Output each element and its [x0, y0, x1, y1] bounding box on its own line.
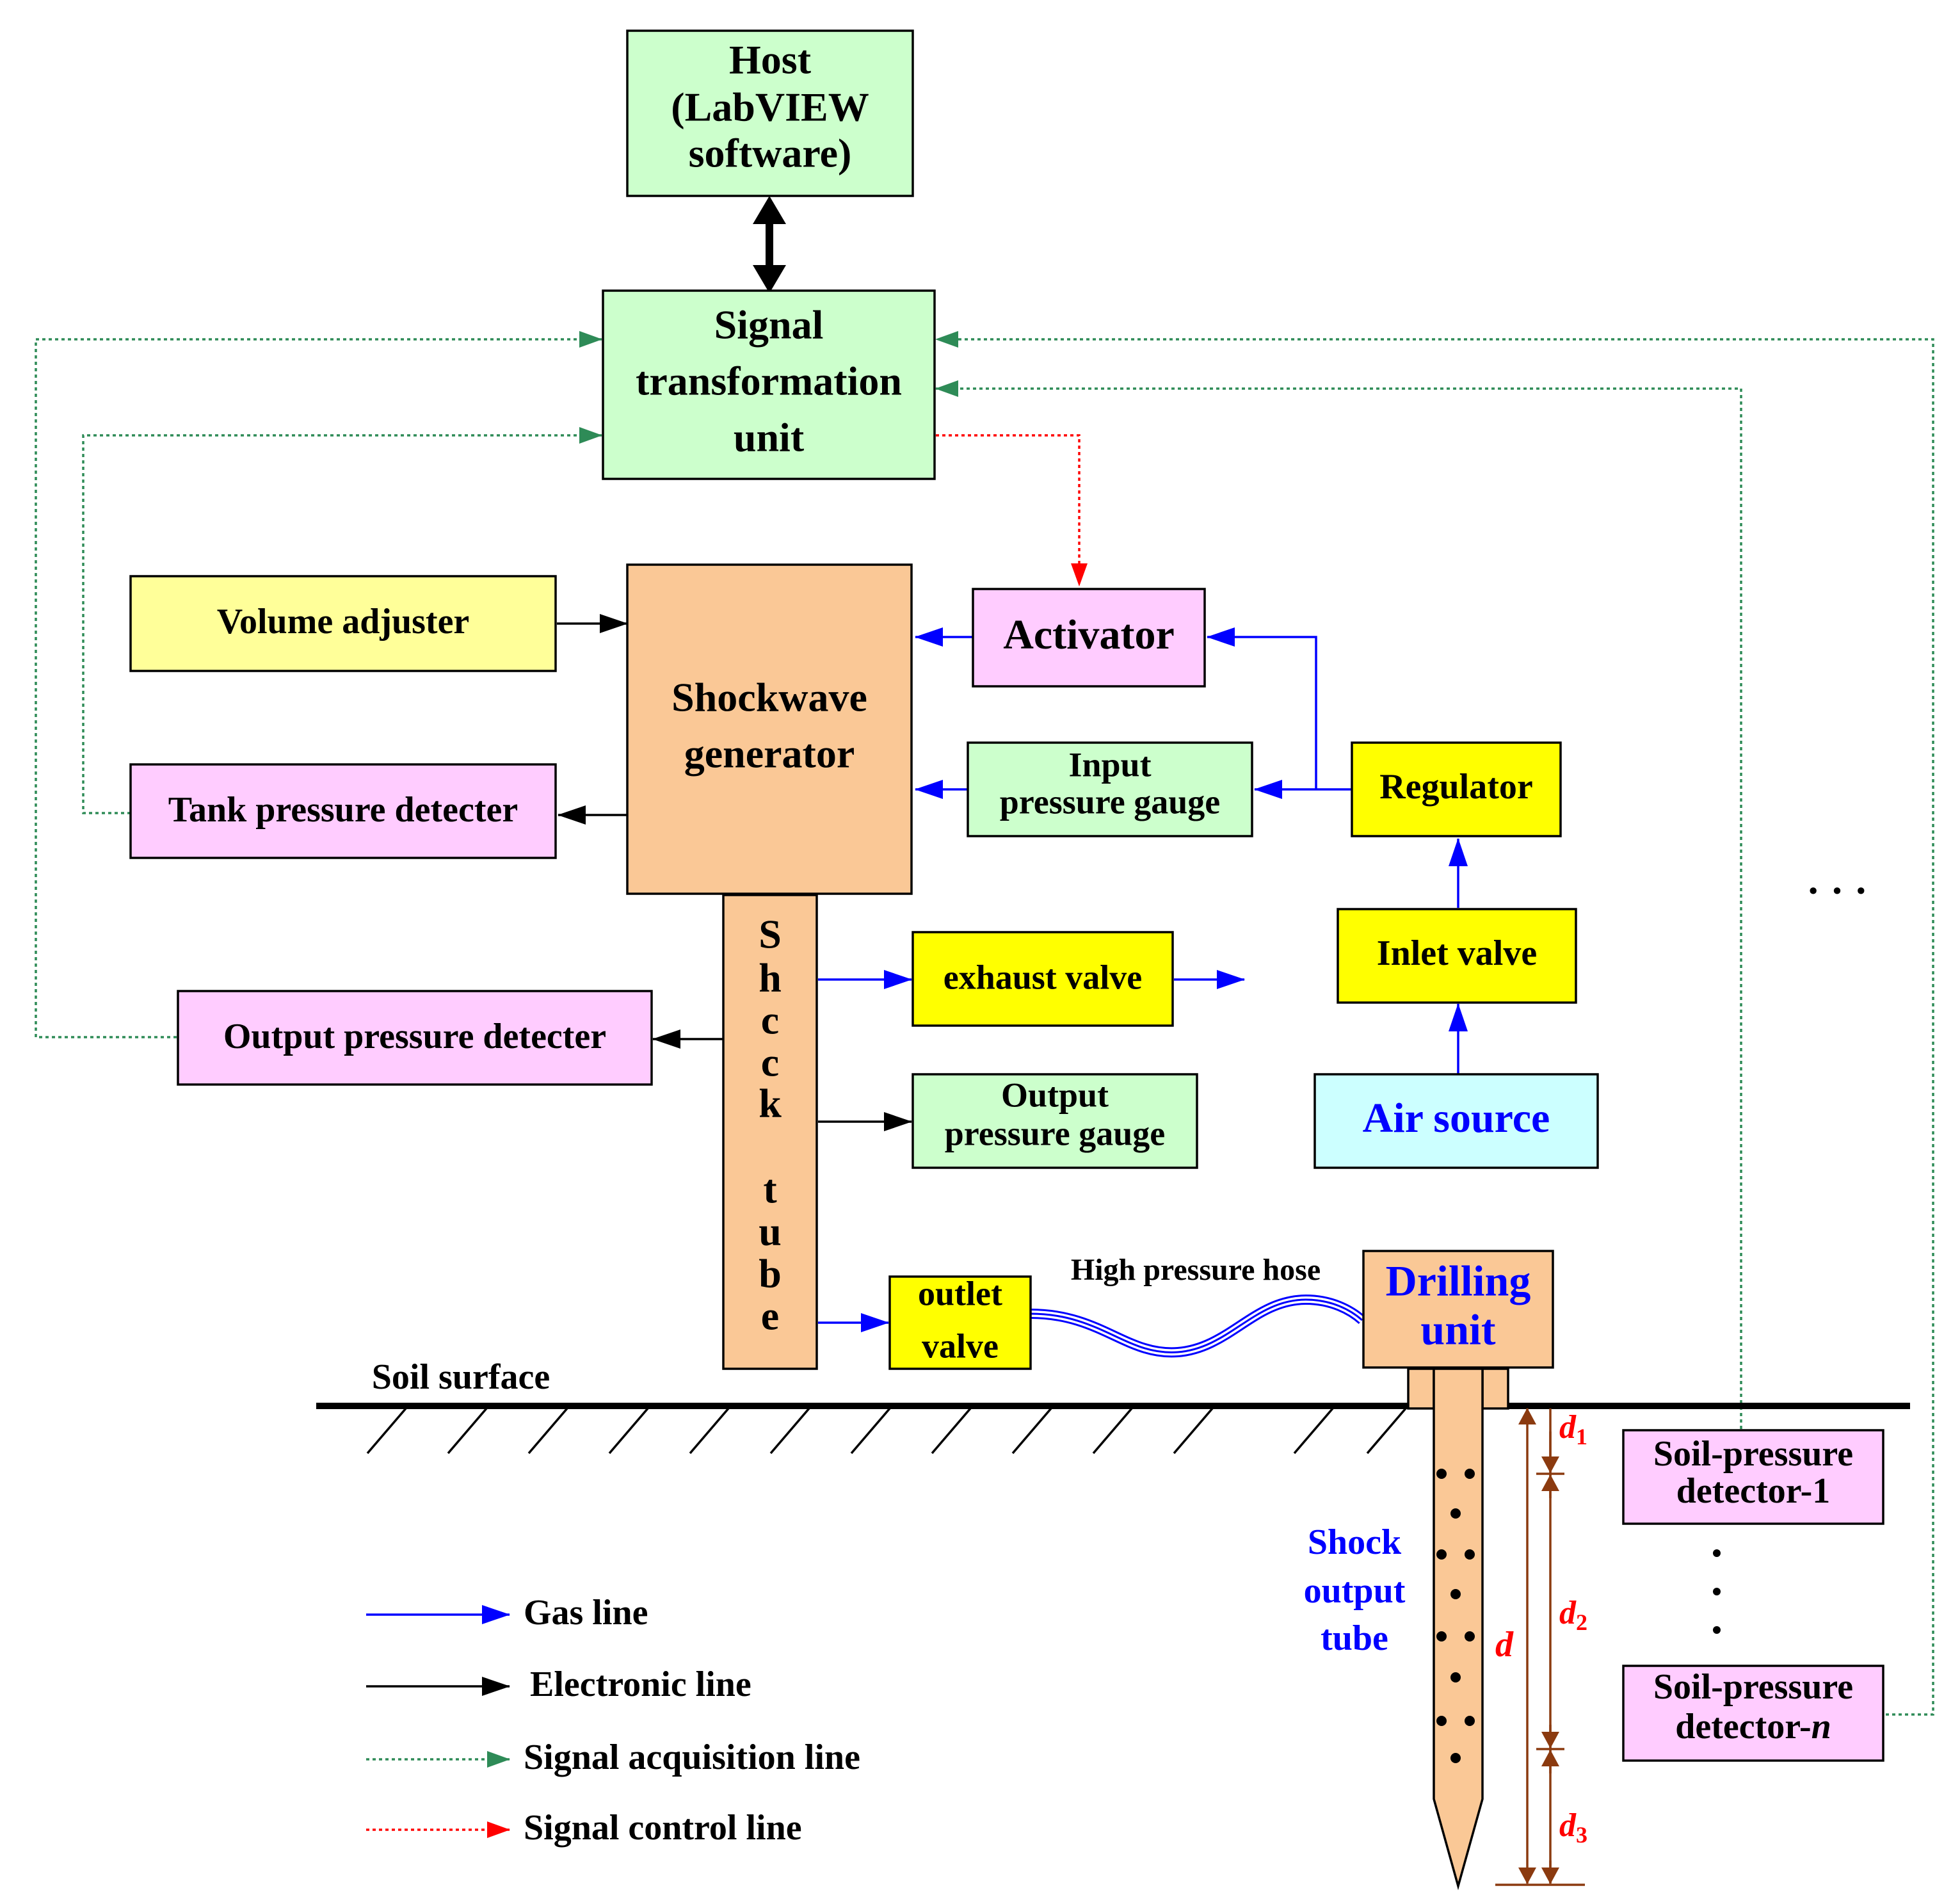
activator-box: Activator — [972, 588, 1206, 688]
input-pressure-gauge-box: Input pressure gauge — [967, 741, 1253, 837]
legend-item-gas: Gas line — [366, 1593, 648, 1633]
legend-item-acquisition: Signal acquisition line — [366, 1738, 860, 1777]
depth-dimensions — [1495, 1408, 1585, 1886]
shock-tube-char-7: t — [763, 1166, 777, 1212]
legend-gas-label: Gas line — [524, 1593, 648, 1633]
soil-detector-n-label-line1: Soil-pressure — [1653, 1667, 1853, 1707]
input-gauge-label-line2: pressure gauge — [1000, 782, 1221, 821]
activator-label: Activator — [1003, 611, 1175, 658]
shock-output-tube-label-line1: Shock — [1308, 1522, 1402, 1562]
output-pressure-detecter-box: Output pressure detecter — [177, 990, 653, 1086]
air-source-label: Air source — [1363, 1095, 1550, 1142]
exhaust-valve-box: exhaust valve — [912, 931, 1174, 1027]
legend-electronic-label: Electronic line — [530, 1665, 751, 1704]
depth-d1-subscript: 1 — [1576, 1424, 1587, 1449]
shock-tube-char-1: S — [759, 912, 782, 957]
more-detectors-ellipsis: · · · — [1806, 868, 1868, 914]
shockwave-generator-label-line1: Shockwave — [671, 675, 867, 720]
output-pressure-gauge-box: Output pressure gauge — [912, 1073, 1198, 1169]
host-label-line3: software) — [689, 131, 852, 176]
drilling-unit-label-line2: unit — [1420, 1305, 1496, 1354]
soil-detector-n-prefix: detector- — [1675, 1707, 1811, 1747]
drilling-unit-box: Drilling unit — [1362, 1250, 1554, 1369]
legend: Gas line Electronic line Signal acquisit… — [366, 1593, 860, 1848]
drilling-unit-label-line1: Drilling — [1386, 1257, 1531, 1305]
depth-d3-symbol: d — [1559, 1807, 1577, 1844]
shock-tube-char-9: b — [759, 1251, 782, 1296]
host-label-line2: (LabVIEW — [671, 85, 869, 130]
legend-item-control: Signal control line — [366, 1808, 802, 1848]
soil-pressure-detector-n-box: Soil-pressure detector-n — [1622, 1665, 1884, 1762]
output-gauge-label-line1: Output — [1001, 1076, 1109, 1114]
gas-lines — [818, 627, 1468, 1332]
legend-item-electronic: Electronic line — [366, 1665, 751, 1704]
control-line — [936, 434, 1088, 586]
depth-d1-symbol: d — [1559, 1409, 1577, 1446]
shock-tube-char-3: c — [761, 997, 779, 1043]
shock-tube-box: S h c c k t u b e — [722, 894, 818, 1370]
exhaust-valve-label: exhaust valve — [944, 958, 1143, 996]
volume-adjuster-box: Volume adjuster — [129, 575, 557, 672]
inlet-valve-box: Inlet valve — [1337, 908, 1577, 1004]
high-pressure-hose — [1030, 1294, 1366, 1358]
soil-pressure-detector-1-box: Soil-pressure detector-1 — [1622, 1429, 1884, 1525]
legend-acquisition-label: Signal acquisition line — [524, 1738, 860, 1777]
shock-tube-char-5: k — [759, 1081, 782, 1126]
detector-vertical-ellipsis — [1713, 1549, 1721, 1634]
signal-unit-label-line3: unit — [734, 415, 805, 460]
soil-detector-1-label-line1: Soil-pressure — [1653, 1434, 1853, 1474]
acquisition-lines — [35, 331, 1934, 1716]
shockwave-generator-box: Shockwave generator — [626, 563, 913, 895]
output-pressure-detecter-label: Output pressure detecter — [223, 1017, 606, 1056]
depth-d-label: d — [1495, 1625, 1514, 1665]
tank-pressure-detecter-label: Tank pressure detecter — [168, 790, 518, 830]
depth-d1-label: d1 — [1559, 1409, 1587, 1449]
depth-d2-label: d2 — [1559, 1595, 1587, 1635]
host-box: Host (LabVIEW software) — [626, 29, 914, 197]
depth-d3-label: d3 — [1559, 1807, 1587, 1848]
inlet-valve-label: Inlet valve — [1377, 933, 1537, 973]
legend-control-label: Signal control line — [524, 1808, 802, 1848]
shock-output-tube-label-line3: tube — [1321, 1618, 1388, 1658]
host-signal-link — [753, 196, 786, 293]
air-source-box: Air source — [1313, 1073, 1599, 1169]
regulator-label: Regulator — [1379, 767, 1533, 807]
signal-transformation-unit-box: Signal transformation unit — [602, 289, 936, 480]
hose-label: High pressure hose — [1071, 1253, 1321, 1287]
soil-detector-1-label-line2: detector-1 — [1676, 1471, 1830, 1511]
shock-output-tube — [1407, 1367, 1509, 1891]
signal-unit-label-line2: transformation — [636, 359, 902, 404]
volume-adjuster-label: Volume adjuster — [217, 602, 470, 641]
soil-detector-n-index: n — [1811, 1707, 1831, 1747]
depth-d2-symbol: d — [1559, 1595, 1577, 1631]
tank-pressure-detecter-box: Tank pressure detecter — [129, 763, 557, 859]
outlet-valve-label-line1: outlet — [918, 1274, 1002, 1312]
regulator-box: Regulator — [1351, 741, 1562, 837]
outlet-valve-box: outlet valve — [888, 1274, 1032, 1370]
input-gauge-label-line1: Input — [1068, 745, 1151, 784]
shock-tube-char-2: h — [759, 955, 782, 1001]
soil-surface-label: Soil surface — [372, 1357, 550, 1397]
shock-tube-char-8: u — [759, 1209, 782, 1254]
depth-d3-subscript: 3 — [1576, 1822, 1587, 1848]
shock-tube-char-4: c — [761, 1040, 779, 1085]
soil-detector-n-label-line2: detector-n — [1675, 1707, 1831, 1747]
signal-unit-label-line1: Signal — [714, 302, 824, 348]
shock-output-tube-label-line2: output — [1304, 1571, 1406, 1611]
shockwave-generator-label-line2: generator — [684, 731, 855, 777]
shock-tube-char-10: e — [761, 1293, 779, 1339]
depth-d2-subscript: 2 — [1576, 1610, 1587, 1635]
electronic-lines — [557, 614, 912, 1131]
output-gauge-label-line2: pressure gauge — [945, 1114, 1166, 1152]
outlet-valve-label-line2: valve — [922, 1327, 999, 1365]
soil-surface-ground — [316, 1403, 1910, 1455]
host-label-line1: Host — [729, 37, 812, 83]
